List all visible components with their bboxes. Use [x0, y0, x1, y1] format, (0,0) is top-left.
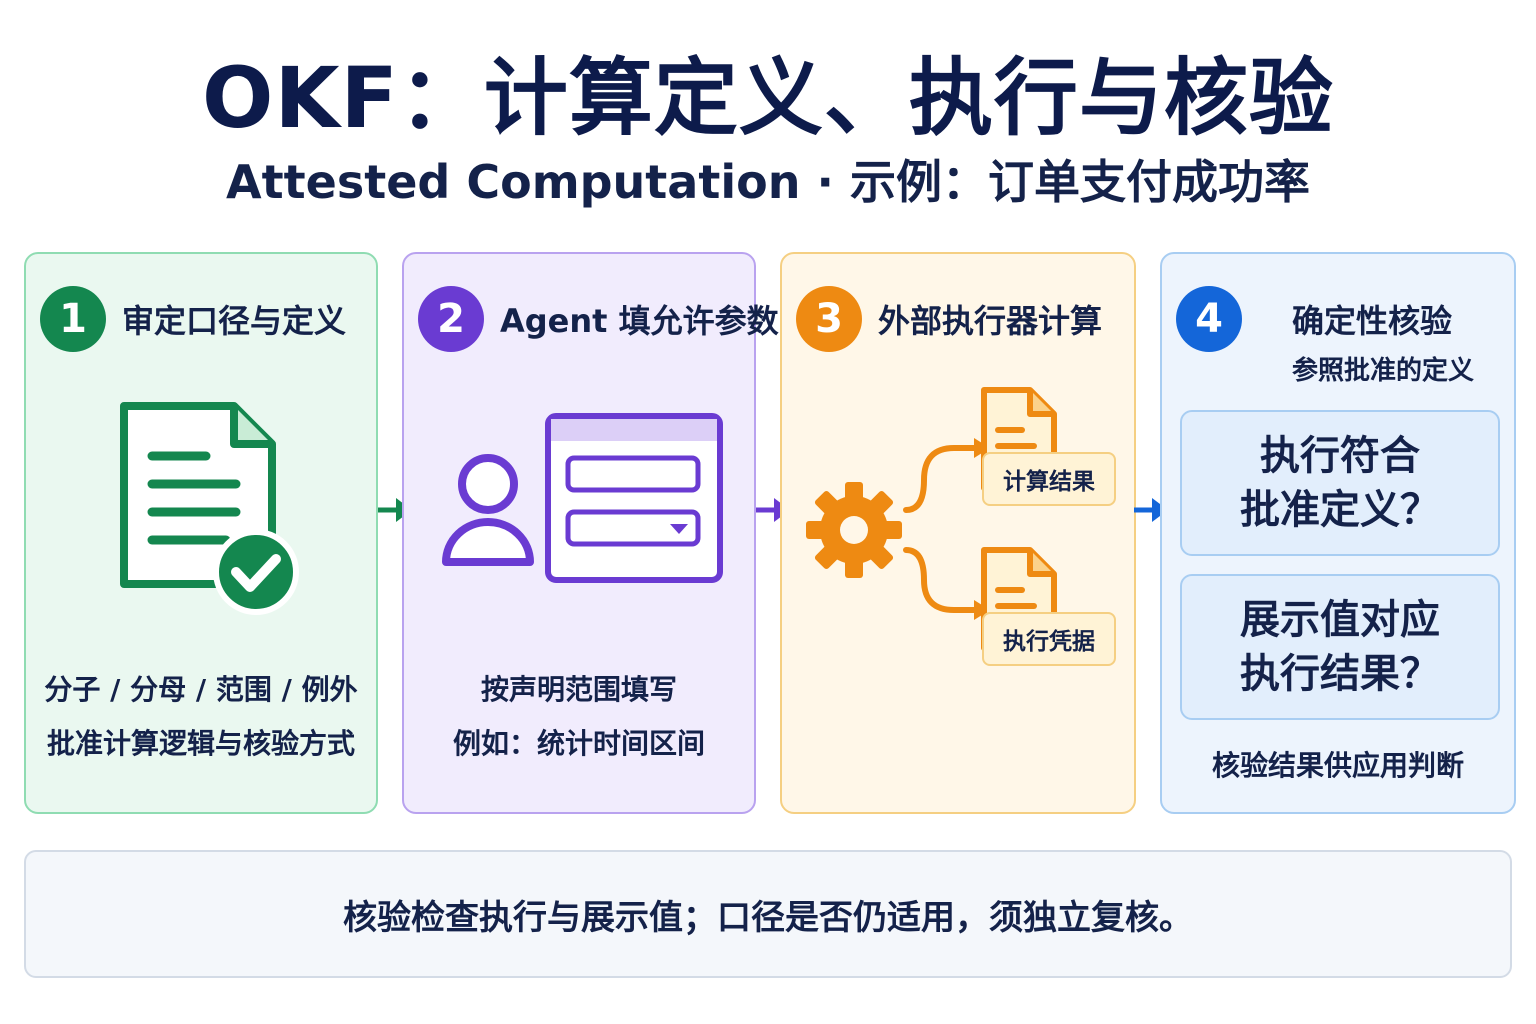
- output-label-evidence: 执行凭据: [982, 612, 1116, 666]
- step-3-badge: 3: [796, 286, 862, 352]
- bottom-note: 核验检查执行与展示值；口径是否仍适用，须独立复核。: [24, 850, 1512, 978]
- step-1-title: 审定口径与定义: [122, 302, 347, 340]
- step-card-3: 3 外部执行器计算: [780, 252, 1136, 814]
- question-box-1: 执行符合 批准定义？: [1180, 410, 1500, 556]
- user-form-icon: [440, 412, 730, 596]
- question-box-2: 展示值对应 执行结果？: [1180, 574, 1500, 720]
- question-1-line-1: 执行符合: [1260, 433, 1420, 479]
- step-1-header: 1 审定口径与定义: [40, 284, 368, 354]
- step-4-header: 4 确定性核验: [1176, 284, 1506, 354]
- step-2-title: Agent 填允许参数: [500, 302, 779, 340]
- document-check-icon: [116, 394, 306, 628]
- gear-icon: [804, 382, 1004, 626]
- step-2-header: 2 Agent 填允许参数: [418, 284, 779, 354]
- page-title: OKF：计算定义、执行与核验: [202, 49, 1334, 147]
- step-1-desc-line-1: 分子 / 分母 / 范围 / 例外: [44, 673, 358, 706]
- step-1-badge: 1: [40, 286, 106, 352]
- step-3-title: 外部执行器计算: [878, 302, 1103, 340]
- step-1-desc-line-2: 批准计算逻辑与核验方式: [46, 727, 355, 760]
- step-2-desc-line-1: 按声明范围填写: [480, 673, 677, 706]
- step-4-badge: 4: [1176, 286, 1242, 352]
- step-4-note: 参照批准的定义: [1291, 356, 1474, 386]
- step-2-badge: 2: [418, 286, 484, 352]
- step-4-footer: 核验结果供应用判断: [1211, 749, 1464, 782]
- question-2-line-1: 展示值对应: [1240, 597, 1440, 643]
- step-card-1: 1 审定口径与定义 分子 / 分母 / 范围 / 例外 批准计算逻辑与核验方式: [24, 252, 378, 814]
- step-card-2: 2 Agent 填允许参数 按声明范围填写 例如：统计时间区间: [402, 252, 779, 814]
- step-3-header: 3 外部执行器计算: [796, 284, 1126, 354]
- step-4-title: 确定性核验: [1292, 302, 1453, 340]
- output-label-result: 计算结果: [982, 452, 1116, 506]
- step-2-desc-line-2: 例如：统计时间区间: [452, 727, 705, 760]
- step-card-4: 4 确定性核验 参照批准的定义 执行符合 批准定义？ 展示值对应 执行结果？ 核…: [1160, 252, 1516, 814]
- bottom-note-text: 核验检查执行与展示值；口径是否仍适用，须独立复核。: [343, 897, 1193, 938]
- question-1-line-2: 批准定义？: [1240, 487, 1440, 533]
- question-2-line-2: 执行结果？: [1240, 651, 1440, 697]
- page-subtitle: Attested Computation · 示例：订单支付成功率: [226, 155, 1310, 209]
